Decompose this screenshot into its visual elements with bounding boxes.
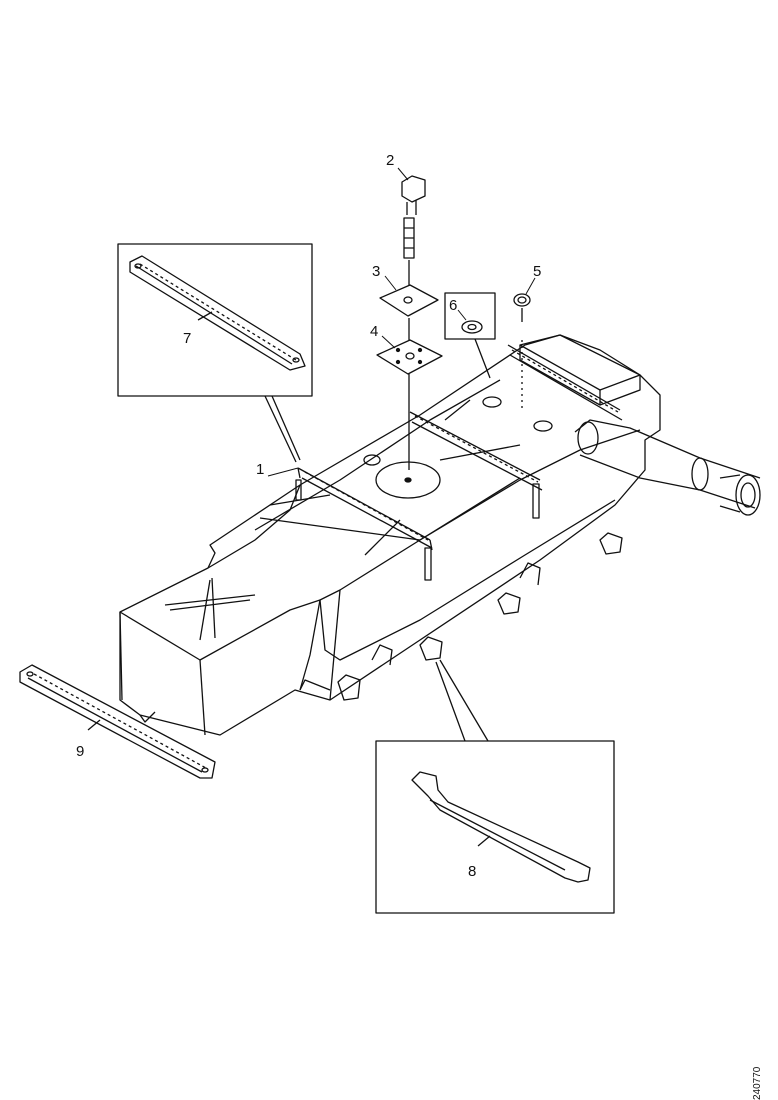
filler-neck-pipe — [574, 419, 761, 516]
tank-port-3 — [363, 454, 381, 466]
drawing-code: 240770 — [752, 1066, 763, 1100]
tank-port-2 — [533, 420, 553, 432]
installed-strap-rear — [409, 411, 543, 491]
callout-3: 3 — [372, 263, 380, 280]
mounting-bracket-2 — [419, 636, 443, 661]
callout-1-leader — [267, 467, 299, 477]
detail-box-8 — [375, 740, 615, 914]
callout-5-leader — [525, 277, 536, 295]
detail-7-leaders — [264, 395, 301, 463]
sender-unit — [401, 175, 426, 259]
callout-6: 6 — [449, 297, 457, 314]
item-6-box — [444, 292, 496, 340]
cap-screw — [513, 293, 531, 410]
callout-6-leader — [457, 309, 467, 321]
detail-box-7 — [117, 243, 313, 397]
callout-5: 5 — [533, 263, 541, 280]
item-6-leader — [474, 338, 491, 379]
tank-rear-box — [519, 334, 641, 406]
callout-9: 9 — [76, 743, 84, 760]
callout-8: 8 — [468, 863, 476, 880]
callout-3-leader — [384, 275, 397, 291]
mounting-bracket-4 — [599, 532, 623, 555]
callout-2-leader — [397, 167, 409, 181]
flange-plate — [376, 339, 443, 375]
callout-4: 4 — [370, 323, 378, 340]
strap-bolts — [295, 479, 540, 581]
mounting-bracket-1 — [337, 674, 361, 701]
callout-7: 7 — [183, 330, 191, 347]
detail-8-leaders — [435, 659, 489, 742]
installed-strap-top — [507, 344, 623, 421]
loose-strap-9 — [19, 664, 216, 779]
sender-flange-disc — [375, 461, 441, 499]
tank-port-1 — [482, 396, 502, 408]
fuel-tank — [119, 334, 661, 736]
mounting-bracket-3 — [497, 592, 521, 615]
gasket-plate — [379, 284, 439, 317]
installed-strap-front — [297, 467, 433, 551]
callout-1: 1 — [256, 461, 264, 478]
callout-2: 2 — [386, 152, 394, 169]
callout-4-leader — [381, 335, 396, 349]
